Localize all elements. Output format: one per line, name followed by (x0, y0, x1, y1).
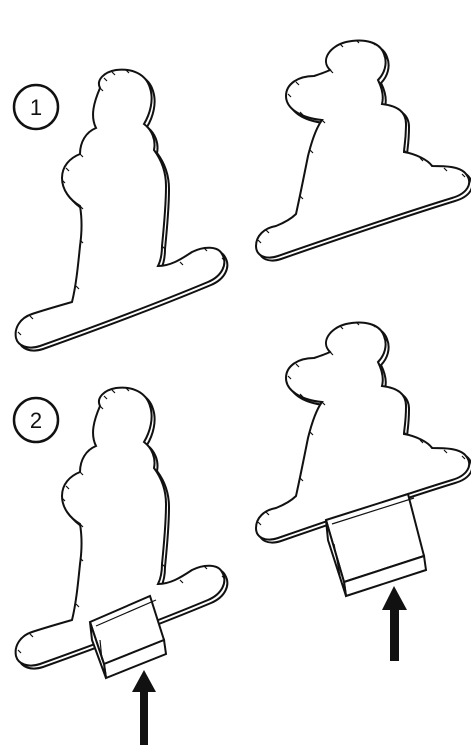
step-1-badge: 1 (12, 83, 60, 131)
cutout-back-step2 (255, 321, 471, 544)
arrow-up-back (382, 586, 407, 661)
step-2-badge: 2 (12, 396, 60, 444)
cutout-front-step2 (14, 386, 229, 670)
stand-clip-back (324, 492, 428, 598)
stand-clip-front (88, 594, 168, 680)
cutout-back-step1 (255, 39, 471, 262)
step-2-number: 2 (30, 408, 42, 433)
step-1-number: 1 (30, 95, 42, 120)
cutout-front-step1 (14, 68, 229, 352)
arrow-up-front (132, 670, 156, 745)
